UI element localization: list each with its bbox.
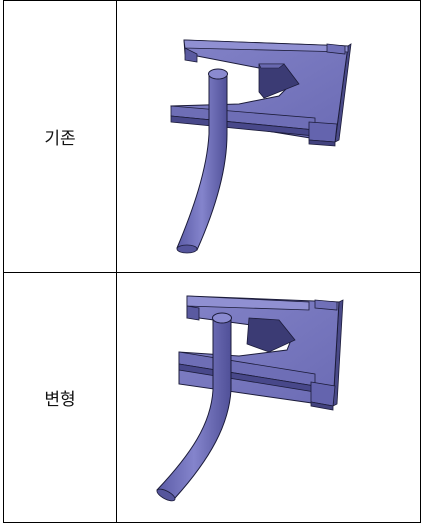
modified-plate-body (178, 294, 343, 410)
original-plate-body (169, 38, 352, 146)
modified-rod (155, 312, 232, 501)
original-part-image-cell (116, 0, 421, 273)
original-part-render (169, 38, 352, 253)
modified-part-render (155, 294, 343, 501)
comparison-table: 기존 (3, 0, 421, 523)
modified-part-image-cell (116, 272, 421, 523)
table-row: 변형 (3, 272, 421, 523)
table-row: 기존 (3, 0, 421, 273)
original-rod (175, 68, 228, 253)
row-label-original: 기존 (3, 0, 117, 273)
row-label-modified: 변형 (3, 272, 117, 523)
